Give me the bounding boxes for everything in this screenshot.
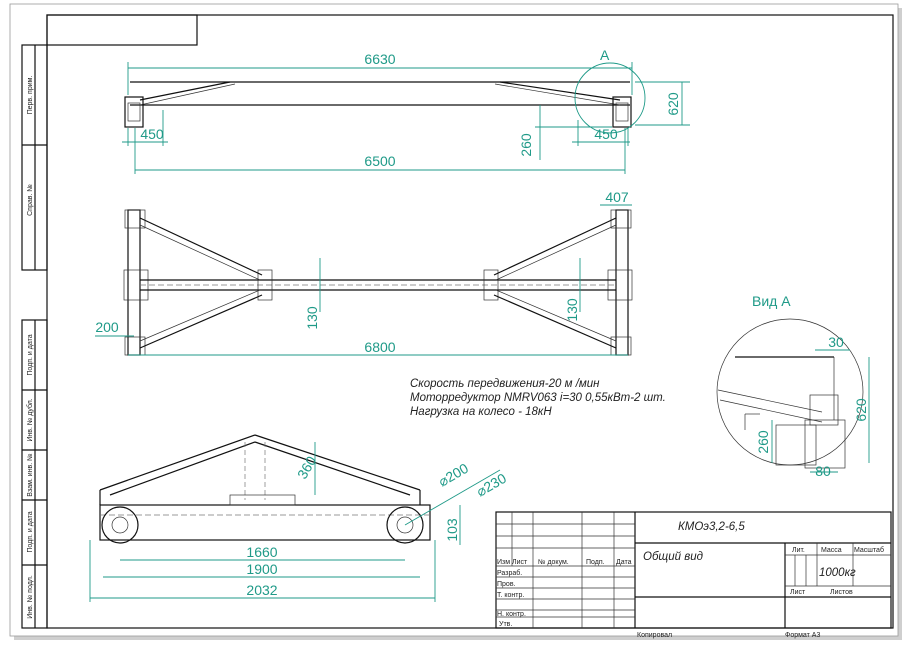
sheets-label: Листов [830, 589, 853, 596]
role: Н. контр. [497, 611, 526, 618]
format-label: Формат А3 [785, 632, 820, 639]
side-strip: Перв. прим. Справ. № Подп. и дата Инв. №… [21, 44, 48, 629]
header-date: Дата [616, 559, 632, 566]
header-izm: Изм [497, 559, 510, 566]
header-sign: Подп. [586, 559, 605, 566]
dim-450-right: 450 [594, 126, 618, 142]
dim-260: 260 [518, 133, 534, 157]
lit-label: Лит. [792, 547, 805, 554]
role: Разраб. [497, 569, 522, 577]
copied-label: Копировал [637, 632, 672, 639]
strip-label: Взам. инв. № [27, 453, 34, 496]
designation: КМОэ3,2-6,5 [678, 521, 745, 533]
page [9, 3, 899, 637]
strip-label: Инв. № подл. [27, 575, 34, 619]
drawing-name: Общий вид [643, 551, 703, 563]
note-line: Скорость передвижения-20 м /мин [410, 378, 600, 390]
detail-view-a: Вид А 30 620 260 80 [716, 293, 870, 479]
dim-detail-80: 80 [815, 463, 831, 479]
dim-2032: 2032 [246, 582, 277, 598]
role: Т. контр. [497, 592, 524, 599]
dim-1660: 1660 [246, 544, 277, 560]
detail-callout-circle [574, 62, 646, 134]
technical-notes: Скорость передвижения-20 м /мин Моторред… [410, 378, 666, 418]
mass-label: Масса [821, 547, 842, 554]
strip-label: Подп. и дата [27, 334, 34, 375]
title-block: Изм Лист № докум. Подп. Дата Разраб. Про… [495, 511, 892, 639]
strip-label: Перв. прим. [27, 76, 34, 115]
note-line: Моторредуктор NMRV063 i=30 0,55кВт-2 шт. [410, 392, 666, 404]
dim-detail-30: 30 [828, 334, 844, 350]
header-list: Лист [512, 559, 528, 566]
dim-200: 200 [95, 319, 119, 335]
dim-6630: 6630 [364, 51, 395, 67]
dim-6800: 6800 [364, 339, 395, 355]
mass-value: 1000кг [819, 567, 856, 579]
top-view: A 6630 620 450 450 260 6500 [122, 47, 690, 174]
header-doc: № докум. [538, 559, 569, 566]
dim-620: 620 [665, 92, 681, 116]
detail-title: Вид А [752, 293, 791, 309]
top-left-box [46, 14, 198, 46]
plan-view: 407 130 130 200 6800 [95, 189, 633, 356]
sheet-label: Лист [790, 589, 806, 596]
dim-103: 103 [444, 518, 460, 542]
role: Утв. [499, 621, 512, 628]
callout-label: A [600, 47, 610, 63]
dim-407: 407 [605, 189, 629, 205]
strip-label: Инв. № дубл. [26, 398, 34, 441]
strip-label: Подп. и дата [27, 511, 34, 552]
dim-450-left: 450 [140, 126, 164, 142]
dim-detail-620: 620 [853, 398, 869, 422]
dim-130-right: 130 [564, 298, 580, 322]
dim-detail-260: 260 [755, 430, 771, 454]
note-line: Нагрузка на колесо - 18кН [410, 406, 552, 418]
strip-label: Справ. № [27, 184, 34, 216]
dim-1900: 1900 [246, 561, 277, 577]
dim-130-left: 130 [304, 306, 320, 330]
scale-label: Масштаб [854, 546, 884, 554]
dim-6500: 6500 [364, 153, 395, 169]
role: Пров. [497, 581, 516, 588]
